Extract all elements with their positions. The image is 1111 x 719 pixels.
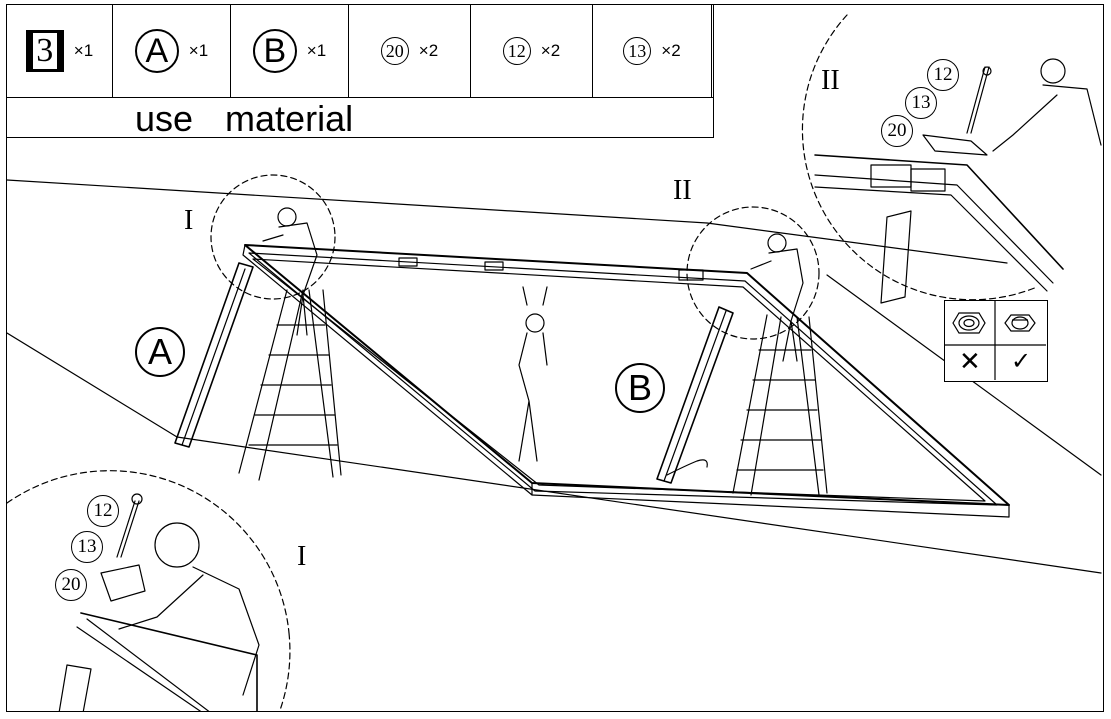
material-qty: ×2 [418, 41, 439, 60]
detail-i-label: I [184, 205, 194, 236]
inset-ii-label: II [821, 65, 840, 96]
inset-ii-part-12: 12 [927, 59, 959, 91]
caption-row: use material [7, 97, 713, 139]
part-b-callout: B [615, 363, 665, 413]
part-20-icon: 20 [380, 37, 409, 65]
material-qty: ×2 [540, 41, 561, 60]
inset-i-part-20: 20 [55, 569, 87, 601]
material-step-cell: 3 ×1 [7, 5, 113, 97]
nut-check-box: ✕ ✓ [944, 300, 1048, 382]
material-qty: ×2 [661, 41, 681, 60]
step-number: 3 [32, 33, 57, 69]
wrong-mark-icon: ✕ [959, 347, 981, 377]
part-12-icon: 12 [502, 37, 531, 65]
inset-ii-part-20: 20 [881, 115, 913, 147]
part-a-callout: A [135, 327, 185, 377]
instruction-frame: 3 ×1 A ×1 B ×1 20 ×2 12 ×2 13 ×2 use mat… [6, 4, 1104, 712]
right-mark-icon: ✓ [1011, 347, 1032, 375]
part-13-icon: 13 [623, 37, 652, 65]
material-part-b-cell: B ×1 [231, 5, 349, 97]
step-number-icon: 3 [25, 30, 64, 72]
inset-i-part-13: 13 [71, 531, 103, 563]
nut-check-grid [945, 301, 1046, 380]
inset-i-label: I [297, 541, 307, 572]
inset-i-part-12: 12 [87, 495, 119, 527]
material-qty: ×1 [73, 41, 94, 60]
assembly-illustration [7, 14, 1102, 711]
material-part-20-cell: 20 ×2 [349, 5, 471, 97]
inset-ii-part-13: 13 [905, 87, 937, 119]
material-part-a-cell: A ×1 [113, 5, 231, 97]
part-b-icon: B [252, 29, 297, 73]
material-table: 3 ×1 A ×1 B ×1 20 ×2 12 ×2 13 ×2 use mat… [7, 5, 714, 139]
material-part-13-cell: 13 ×2 [593, 5, 712, 97]
material-part-12-cell: 12 ×2 [471, 5, 593, 97]
use-material-caption: use material [135, 98, 354, 139]
part-a-icon: A [134, 29, 179, 73]
detail-ii-label: II [673, 175, 692, 206]
material-qty: ×1 [188, 41, 209, 60]
material-qty: ×1 [306, 41, 327, 60]
